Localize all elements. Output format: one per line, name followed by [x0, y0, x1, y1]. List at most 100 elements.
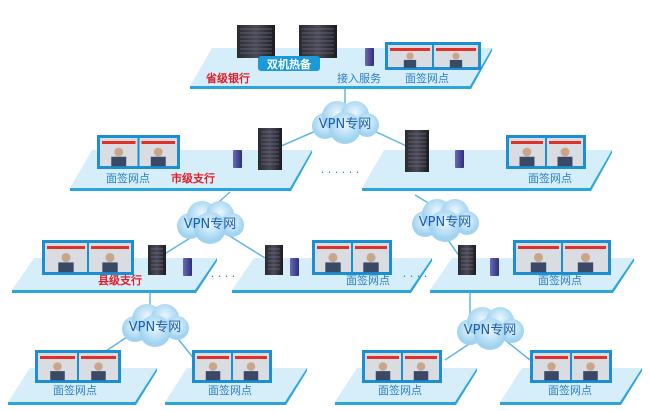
- vpn-cloud-icon: [457, 307, 524, 350]
- person-face: [586, 362, 595, 371]
- person-face: [452, 52, 460, 60]
- video-panel-header: [40, 356, 75, 359]
- video-panel-header: [91, 246, 129, 249]
- vpn-cloud-icon: [122, 304, 189, 347]
- person-body: [519, 156, 535, 167]
- person-body: [150, 156, 166, 167]
- person-face: [153, 147, 163, 157]
- video-panel-header: [141, 141, 175, 144]
- connection-line: [227, 234, 266, 259]
- person-body: [577, 262, 594, 273]
- vpn-label: VPN专网: [464, 323, 516, 338]
- server-icon: [148, 245, 166, 275]
- person-body: [111, 156, 127, 167]
- person-body: [583, 371, 598, 381]
- person-face: [560, 147, 570, 157]
- person-body: [50, 371, 65, 381]
- access-server-icon: [233, 150, 242, 168]
- server-icon: [458, 245, 476, 275]
- person-face: [522, 147, 532, 157]
- hot-standby-badge: [258, 56, 320, 71]
- person-face: [366, 252, 376, 263]
- video-panel-header: [235, 356, 267, 359]
- province-bank-label: 省级银行: [205, 71, 250, 85]
- person-face: [61, 252, 71, 263]
- person-body: [102, 262, 118, 273]
- video-panel-header: [197, 356, 229, 359]
- person-body: [557, 156, 573, 167]
- signing-site-label: 面签网点: [548, 383, 592, 397]
- server-icon: [237, 25, 275, 58]
- person-body: [375, 371, 391, 381]
- person-body: [91, 371, 106, 381]
- ellipsis: · · · ·: [211, 270, 235, 283]
- hot-standby-label: 双机热备: [267, 57, 312, 71]
- signing-site-label: 面签网点: [405, 71, 449, 85]
- signing-site-label: 面签网点: [538, 273, 582, 287]
- person-face: [378, 362, 388, 371]
- city-branch-label: 市级支行: [171, 171, 215, 185]
- video-panel-header: [390, 48, 430, 51]
- video-panel-header: [518, 246, 559, 249]
- signing-site-label: 面签网点: [528, 171, 572, 185]
- signing-site-label: 面签网点: [106, 171, 150, 185]
- person-body: [403, 59, 417, 68]
- person-body: [325, 262, 341, 273]
- signing-site-label: 面签网点: [208, 383, 252, 397]
- person-face: [547, 362, 556, 371]
- vpn-label: VPN专网: [419, 215, 471, 230]
- access-server-icon: [490, 258, 499, 276]
- county-branch-label: 县级支行: [98, 273, 142, 287]
- vpn-label: VPN专网: [184, 217, 236, 232]
- person-face: [533, 252, 544, 263]
- signing-site-label: 面签网点: [346, 273, 390, 287]
- person-body: [449, 59, 463, 68]
- vpn-cloud-icon: [177, 201, 244, 244]
- ellipsis: · · · ·: [403, 270, 427, 283]
- video-panel-header: [355, 246, 387, 249]
- person-face: [328, 252, 338, 263]
- server-icon: [299, 25, 337, 58]
- signing-site-label: 面签网点: [53, 383, 97, 397]
- person-body: [205, 371, 221, 381]
- access-server-icon: [183, 258, 192, 276]
- person-face: [94, 362, 103, 371]
- access-server-icon: [365, 48, 374, 66]
- county-platform-right-edge: [430, 258, 634, 293]
- video-panel-header: [47, 246, 85, 249]
- server-icon: [258, 128, 282, 170]
- person-body: [544, 371, 559, 381]
- video-panel-header: [535, 356, 568, 359]
- video-panel-header: [436, 48, 476, 51]
- video-panel-header: [367, 356, 399, 359]
- person-body: [243, 371, 259, 381]
- server-icon: [265, 245, 283, 275]
- access-server-icon: [290, 258, 299, 276]
- connection-line: [504, 339, 531, 361]
- video-panel-header: [565, 246, 606, 249]
- server-icon: [405, 130, 429, 172]
- person-face: [246, 362, 256, 371]
- video-panel-header: [511, 141, 543, 144]
- person-face: [208, 362, 218, 371]
- person-body: [530, 262, 547, 273]
- access-server-icon: [455, 150, 464, 168]
- video-panel-header: [81, 356, 116, 359]
- person-body: [363, 262, 379, 273]
- video-panel-header: [549, 141, 581, 144]
- vpn-cloud-icon: [412, 199, 479, 242]
- person-face: [416, 362, 426, 371]
- video-panel-header: [102, 141, 136, 144]
- person-body: [58, 262, 74, 273]
- signing-site-label: 面签网点: [378, 383, 422, 397]
- vpn-cloud-icon: [312, 101, 379, 144]
- vpn-label: VPN专网: [319, 117, 371, 132]
- video-panel-header: [574, 356, 607, 359]
- person-body: [413, 371, 429, 381]
- video-panel-header: [405, 356, 437, 359]
- vpn-label: VPN专网: [129, 320, 181, 335]
- person-face: [114, 147, 124, 157]
- person-face: [105, 252, 115, 263]
